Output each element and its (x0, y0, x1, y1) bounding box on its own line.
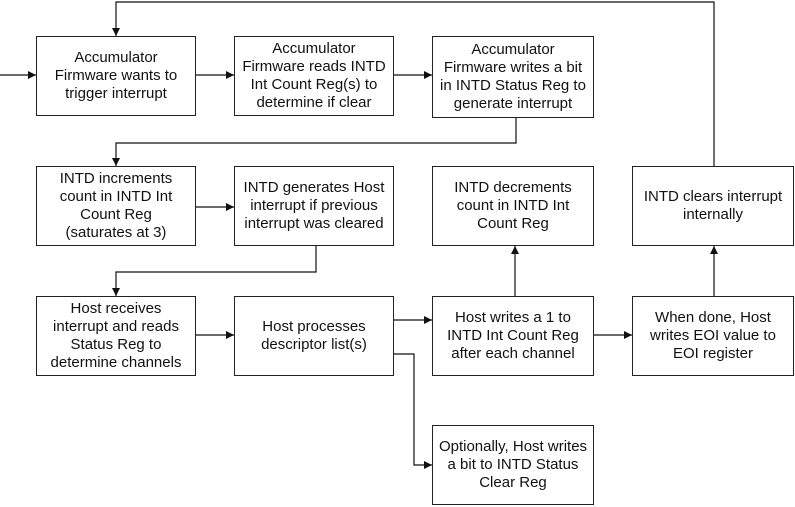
node-firmware-wants-interrupt: Accumulator Firmware wants to trigger in… (36, 36, 196, 116)
node-host-writes-eoi: When done, Host writes EOI value to EOI … (632, 296, 794, 376)
node-intd-clears-interrupt: INTD clears interrupt internally (632, 166, 794, 246)
node-intd-decrements: INTD decrements count in INTD Int Count … (432, 166, 594, 246)
node-intd-generates-host-interrupt: INTD generates Host interrupt if previou… (234, 166, 394, 246)
node-firmware-writes-status: Accumulator Firmware writes a bit in INT… (432, 36, 594, 118)
edge-n5-to-n8 (112, 246, 317, 296)
node-firmware-reads-count: Accumulator Firmware reads INTD Int Coun… (234, 36, 394, 116)
node-host-writes-count: Host writes a 1 to INTD Int Count Reg af… (432, 296, 594, 376)
node-intd-increments: INTD increments count in INTD Int Count … (36, 166, 196, 246)
node-host-processes-descriptors: Host processes descriptor list(s) (234, 296, 394, 376)
edge-n7-to-n1 (112, 1, 715, 166)
node-host-receives-interrupt: Host receives interrupt and reads Status… (36, 296, 196, 376)
edge-n9-to-n12 (394, 353, 432, 469)
node-host-writes-status-clear: Optionally, Host writes a bit to INTD St… (432, 425, 594, 505)
edge-n3-to-n4 (112, 118, 517, 166)
